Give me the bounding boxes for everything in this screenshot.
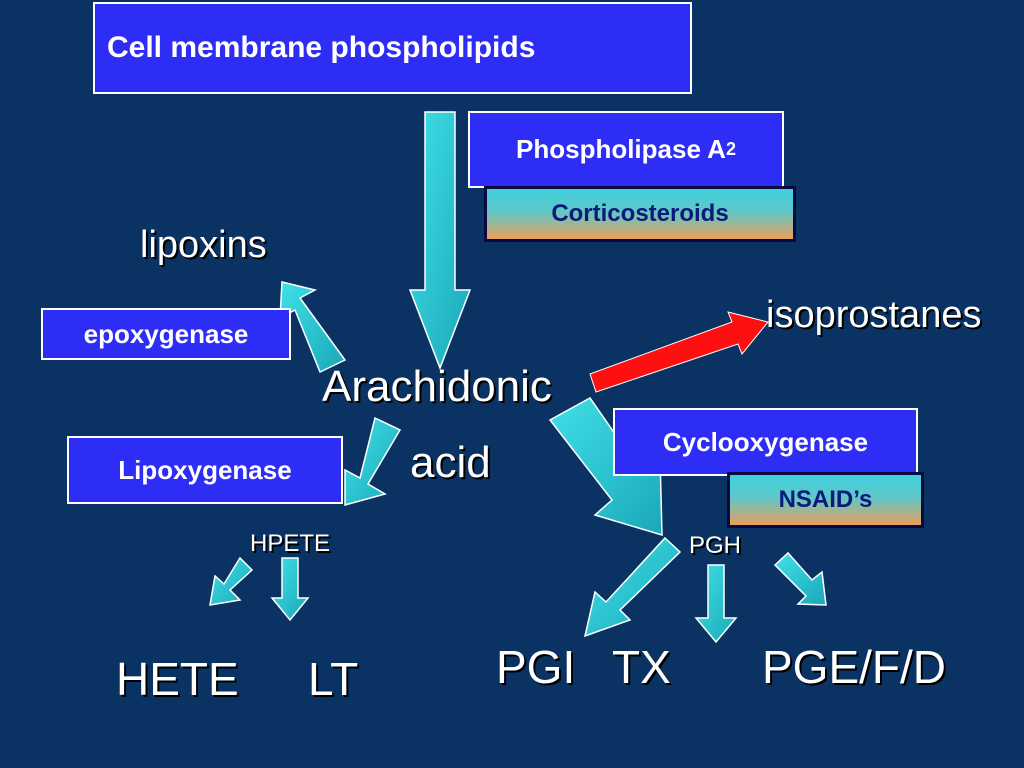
arrow-pgh-to-pge <box>773 551 827 606</box>
acid-label: acid <box>410 438 491 487</box>
hete-label: HETE <box>116 653 239 705</box>
lipoxygenase-label: Lipoxygenase <box>118 454 292 485</box>
cyclooxygenase-box: Cyclooxygenase <box>613 408 918 476</box>
pgh-label: PGH <box>689 532 742 559</box>
pgi-label: PGI <box>496 641 576 693</box>
lipoxins-label: lipoxins <box>140 224 267 266</box>
arrow-arachidonic-to-pgh <box>548 397 663 537</box>
membrane-phospholipids-label: Cell membrane phospholipids <box>107 31 536 64</box>
phospholipase-label: Phospholipase A <box>516 134 726 164</box>
epoxygenase-box: epoxygenase <box>41 308 291 360</box>
arrow-hpete-to-lt <box>270 557 310 622</box>
epoxygenase-label: epoxygenase <box>83 318 249 349</box>
arrow-pgh-to-pgi <box>583 536 682 638</box>
arrow-arachidonic-to-isoprostanes <box>589 311 769 393</box>
corticosteroids-box: Corticosteroids <box>484 186 796 242</box>
nsaids-box: NSAID’s <box>727 472 924 528</box>
arrow-membrane-to-arachidonic <box>408 111 472 371</box>
arachidonic-label: Arachidonic <box>322 362 552 411</box>
lipoxygenase-box: Lipoxygenase <box>67 436 343 504</box>
hpete-label: HPETE <box>250 530 331 557</box>
cyclooxygenase-label: Cyclooxygenase <box>662 426 869 457</box>
arrow-pgh-to-tx <box>694 564 738 644</box>
arrow-hpete-to-hete <box>209 556 254 606</box>
arrow-arachidonic-to-hpete <box>344 416 402 506</box>
lt-label: LT <box>308 653 359 705</box>
corticosteroids-label: Corticosteroids <box>551 200 729 227</box>
tx-label: TX <box>612 641 671 693</box>
nsaids-label: NSAID’s <box>778 486 873 513</box>
pge-label: PGE/F/D <box>762 641 947 693</box>
phospholipase-subscript: 2 <box>725 139 736 159</box>
isoprostanes-label: isoprostanes <box>766 294 982 336</box>
membrane-phospholipids-box: Cell membrane phospholipids <box>93 2 692 94</box>
arrow-arachidonic-to-lipoxins <box>279 281 347 374</box>
